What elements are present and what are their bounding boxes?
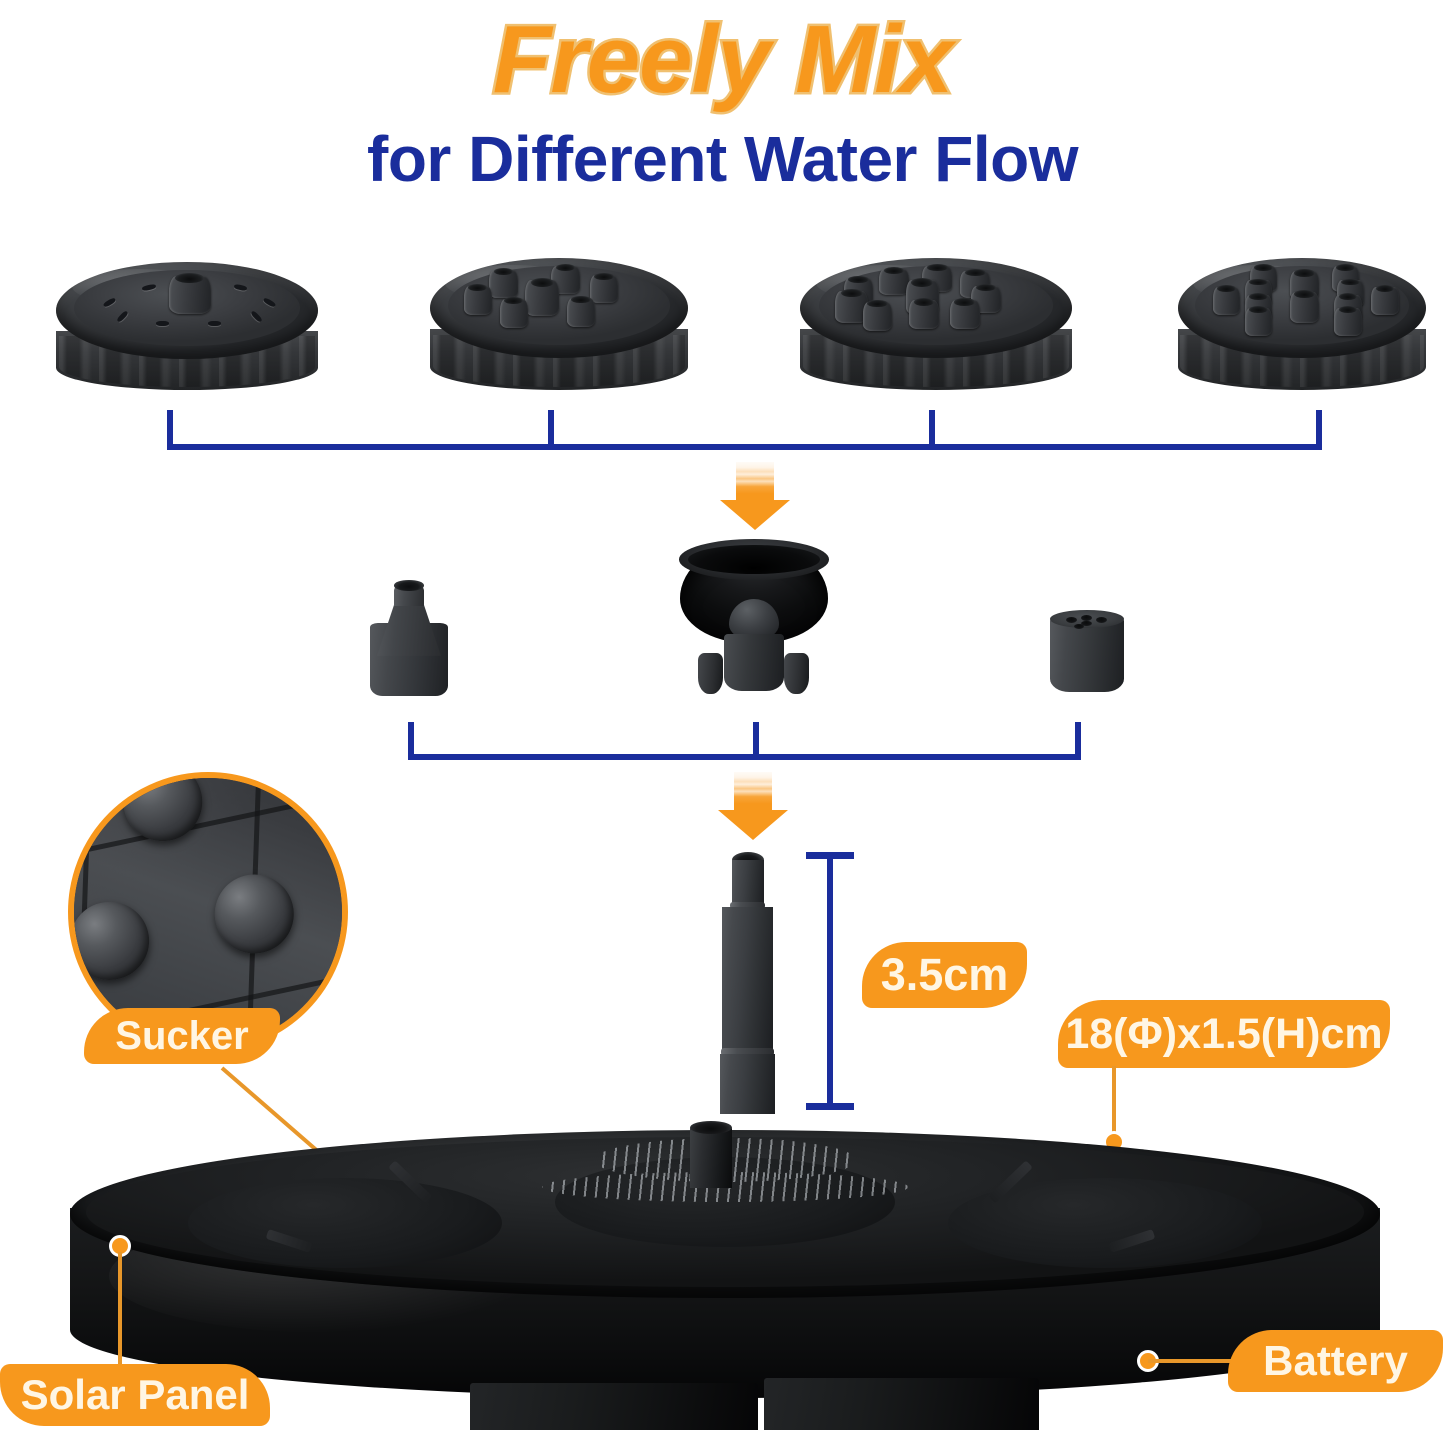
diffuser-rim	[678, 538, 830, 580]
cylinder-hole	[1095, 617, 1107, 624]
battery-housing-box	[764, 1378, 1040, 1430]
cylinder-hole	[1066, 617, 1078, 624]
bracket-tick	[753, 722, 759, 760]
nozzle-head-4	[1178, 258, 1426, 390]
adapter-opening	[394, 580, 424, 591]
bracket-adapters	[408, 722, 1081, 760]
tube-segment-mid	[722, 907, 773, 1053]
tube-ring	[730, 902, 766, 909]
bracket-bar	[167, 444, 1322, 450]
bracket-tick	[408, 722, 414, 760]
head-4-nozzle	[1244, 306, 1273, 336]
dimension-vertical	[827, 852, 833, 1110]
extension-tube	[714, 852, 784, 1114]
head-3-nozzle	[878, 266, 909, 295]
head-4-nozzle	[1371, 285, 1399, 315]
tube-height-dimension	[806, 852, 854, 1110]
head-3-nozzle	[908, 298, 939, 330]
solar-cell	[187, 1178, 503, 1268]
head-3-nozzle	[949, 298, 980, 330]
dimension-cap-bottom	[806, 1103, 854, 1110]
head-4-nozzle	[1334, 306, 1362, 336]
pump-outlet-stem	[689, 1126, 732, 1188]
cylinder-hole	[1081, 614, 1093, 621]
pump-outlet-opening	[689, 1121, 732, 1134]
head-1-slit	[207, 320, 221, 326]
bracket-tick	[167, 410, 173, 450]
tube-ring	[721, 1048, 775, 1056]
bracket-tick	[548, 410, 554, 450]
label-panel-size: 18(Φ)x1.5(H)cm	[1058, 1000, 1390, 1068]
page-subtitle: for Different Water Flow	[367, 123, 1078, 195]
head-2-nozzle	[589, 273, 619, 303]
head-3-nozzle	[862, 299, 893, 331]
bracket-bar	[408, 754, 1081, 760]
head-2-nozzle	[499, 296, 529, 328]
head-4-nozzle	[1212, 285, 1240, 315]
plate-edge	[74, 778, 342, 873]
solar-panel-leader-line	[118, 1252, 122, 1368]
bracket-tick	[929, 410, 935, 450]
arrow-shaft	[736, 462, 774, 506]
label-solar-panel: Solar Panel	[0, 1364, 270, 1426]
sucker-zoom-callout	[68, 772, 348, 1052]
bracket-tick	[1316, 410, 1322, 450]
bracket-tick	[1075, 722, 1081, 760]
cylinder-hole	[1081, 620, 1093, 627]
cylinder-hole	[1073, 623, 1085, 629]
battery-leader-line	[1148, 1359, 1238, 1363]
nozzle-head-3	[800, 258, 1072, 390]
pump-housing-box	[469, 1383, 758, 1430]
nozzle-head-2	[430, 258, 688, 390]
flow-arrow-1	[700, 462, 810, 530]
cylinder-body	[1050, 618, 1124, 692]
suction-cup	[210, 869, 300, 959]
diffuser-tab	[697, 652, 723, 694]
arrow-shaft	[734, 772, 772, 816]
label-tube-height: 3.5cm	[862, 942, 1027, 1008]
bracket-spray-heads	[167, 410, 1322, 450]
panel-size-leader-line	[1112, 1066, 1116, 1140]
label-battery: Battery	[1228, 1330, 1443, 1392]
bell-diffuser-adapter	[678, 538, 830, 700]
diffuser-dome	[728, 598, 780, 640]
diffuser-tab	[783, 652, 809, 694]
arrow-head	[718, 810, 788, 840]
suction-cup	[118, 778, 208, 847]
diffuser-stem	[724, 633, 784, 691]
solar-fountain-base	[70, 1121, 1380, 1430]
arrow-head	[720, 500, 790, 530]
head-1-center-nozzle	[168, 273, 211, 315]
tube-segment-bottom	[720, 1054, 775, 1114]
head-2-nozzle	[566, 295, 596, 327]
multi-hole-cylinder-adapter	[1050, 610, 1124, 692]
head-1-slit	[155, 320, 169, 326]
tube-segment-top	[731, 860, 764, 906]
head-4-nozzle	[1289, 290, 1320, 323]
flow-arrow-2	[698, 772, 808, 840]
head-2-nozzle	[463, 283, 492, 315]
head-2-nozzle	[489, 267, 518, 298]
label-sucker: Sucker	[84, 1008, 280, 1064]
head-2-nozzle	[525, 277, 559, 317]
page-title: Freely Mix	[490, 6, 956, 113]
nozzle-head-1	[56, 262, 318, 390]
tapered-cone-adapter	[370, 578, 448, 696]
